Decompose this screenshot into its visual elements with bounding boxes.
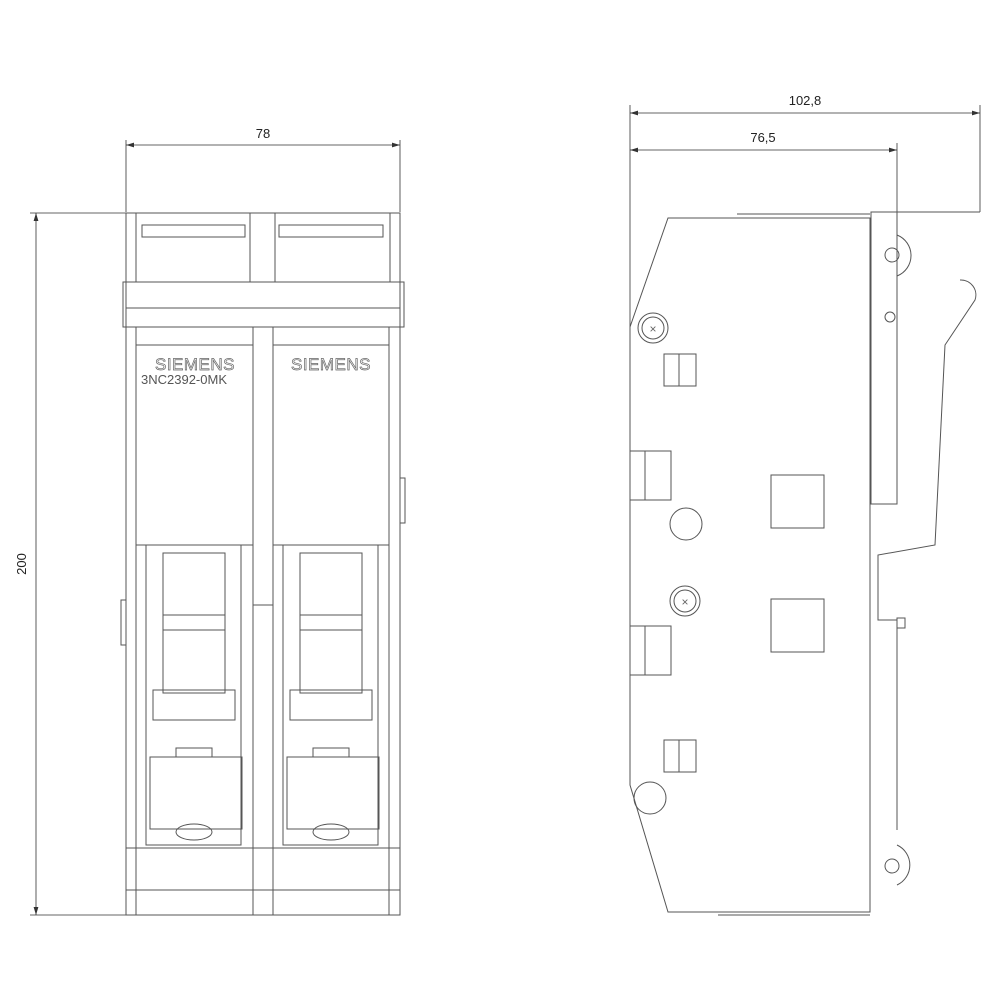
front-view: SIEMENS SIEMENS 3NC2392-0MK: [120, 212, 406, 916]
dimension-depth-102-8: 102,8: [629, 93, 981, 330]
brand-logo-left: SIEMENS: [155, 355, 235, 374]
dimension-height-200: 200: [14, 212, 140, 916]
dimension-label: 76,5: [750, 130, 775, 145]
part-number: 3NC2392-0MK: [141, 372, 227, 387]
brand-logo-right: SIEMENS: [291, 355, 371, 374]
dimension-label: 200: [14, 553, 29, 575]
screw-icon: ×: [681, 595, 688, 609]
side-view: × ×: [629, 211, 980, 916]
dimension-label: 78: [256, 126, 270, 141]
dimension-label: 102,8: [789, 93, 822, 108]
dimension-depth-76-5: 76,5: [630, 130, 898, 212]
screw-icon: ×: [649, 322, 656, 336]
dimension-width-78: 78: [125, 126, 401, 212]
